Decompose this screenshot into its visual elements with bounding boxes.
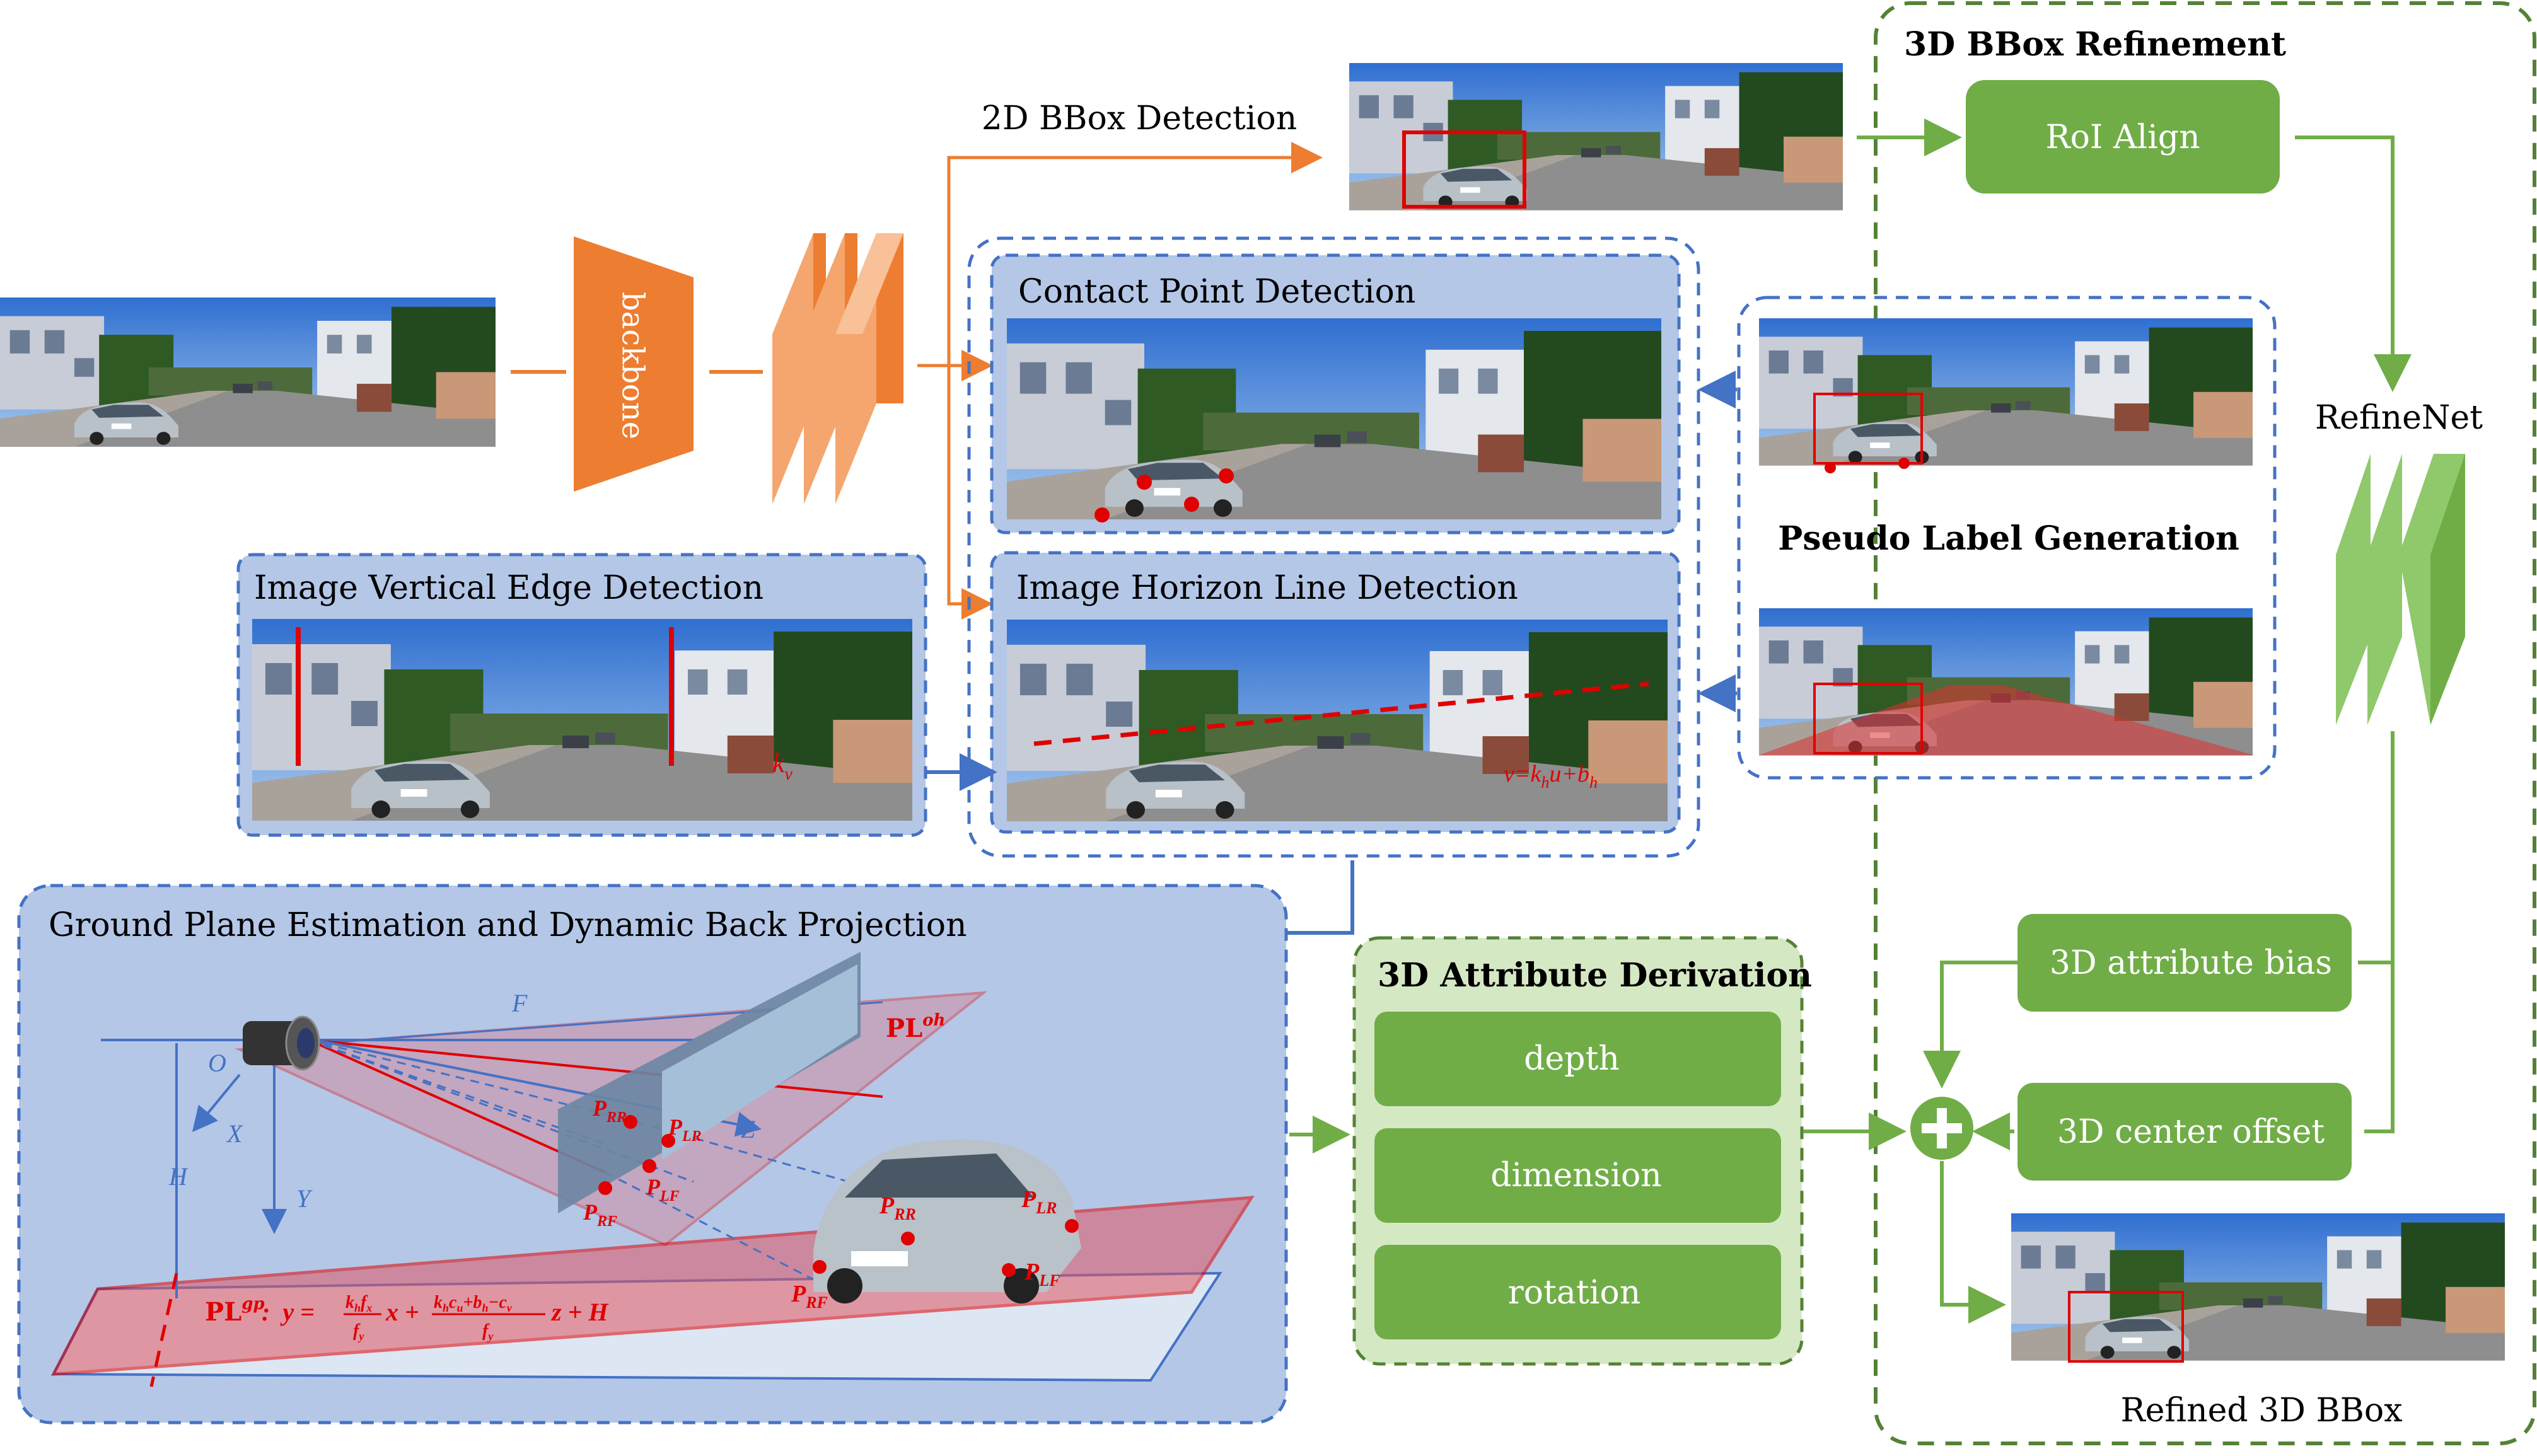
label-Y: Y <box>296 1184 313 1213</box>
label-O: O <box>208 1049 226 1077</box>
pseudo-label-container <box>1737 296 2277 780</box>
roi-align-box <box>1966 80 2280 194</box>
attribute-bias-box <box>2017 914 2352 1012</box>
refinenet-label: RefineNet <box>2315 399 2483 437</box>
horizon-title: Image Horizon Line Detection <box>1016 569 1518 607</box>
svg-text:PLgp: PLgp <box>205 1295 265 1327</box>
ground-title: Ground Plane Estimation and Dynamic Back… <box>49 906 967 944</box>
label-H: H <box>168 1162 189 1191</box>
dimension-label: dimension <box>1490 1157 1662 1194</box>
label-Z: Z <box>741 1115 755 1143</box>
svg-text:x +: x + <box>385 1298 419 1326</box>
depth-label: depth <box>1524 1040 1620 1078</box>
contact-image <box>1007 318 1661 520</box>
feature-maps <box>772 233 903 504</box>
label-p-lr-small: PLR <box>668 1114 702 1145</box>
detection-group <box>967 236 1700 858</box>
roi-align-label: RoI Align <box>2045 118 2200 156</box>
label-F: F <box>511 989 528 1017</box>
vertical-image <box>252 619 912 821</box>
label-p-lf-small: PLF <box>646 1174 680 1205</box>
svg-text:: y =: : y = <box>262 1298 315 1326</box>
title-2d-detection: 2D BBox Detection <box>982 100 1297 137</box>
2d-bbox <box>1402 130 1526 209</box>
vertical-title: Image Vertical Edge Detection <box>254 569 763 607</box>
svg-text:khcu+bh−cv: khcu+bh−cv <box>434 1293 513 1314</box>
attr-title: 3D Attribute Derivation <box>1378 956 1812 995</box>
center-offset-label: 3D center offset <box>2057 1113 2325 1151</box>
refinenet-maps <box>2336 454 2465 725</box>
pseudo-image-top <box>1759 318 2253 466</box>
input-image <box>0 298 496 447</box>
depth-box <box>1374 1012 1781 1106</box>
ground-plane-equation: PLgp : y = khfx fy x + khcu+bh−cv fy z +… <box>205 1293 609 1343</box>
label-p-rf-small: PRF <box>583 1199 617 1230</box>
center-offset-box <box>2017 1083 2352 1181</box>
2d-detection-image <box>1349 63 1843 211</box>
svg-text:z + H: z + H <box>550 1298 609 1326</box>
refined-label: Refined 3D BBox <box>2120 1392 2402 1430</box>
kv-label: kv <box>772 748 793 784</box>
label-p-rr-small: PRR <box>592 1095 627 1126</box>
rotation-box <box>1374 1245 1781 1339</box>
camera-icon <box>243 1015 320 1071</box>
label-p-rr: PRR <box>879 1193 916 1223</box>
horizon-line <box>1033 681 1649 746</box>
label-p-lf: PLF <box>1024 1259 1060 1290</box>
dimension-box <box>1374 1128 1781 1223</box>
label-p-rf: PRF <box>791 1281 828 1312</box>
horizon-equation: v=khu+bh <box>1504 761 1598 792</box>
refined-bbox <box>2068 1291 2184 1363</box>
refined-image <box>2011 1213 2505 1361</box>
attribute-bias-label: 3D attribute bias <box>2050 944 2332 982</box>
label-pl-oh: PLoh <box>886 1011 945 1043</box>
pseudo-label: Pseudo Label Generation <box>1778 519 2239 558</box>
backbone-block <box>574 236 694 492</box>
horizon-image <box>1007 620 1668 821</box>
backbone-label: backbone <box>615 292 651 439</box>
car-image <box>813 1139 1081 1303</box>
contact-title: Contact Point Detection <box>1018 273 1415 311</box>
label-p-lr: PLR <box>1021 1186 1057 1217</box>
rotation-label: rotation <box>1508 1274 1640 1312</box>
refine-title: 3D BBox Refinement <box>1904 25 2286 64</box>
label-X: X <box>226 1119 243 1148</box>
